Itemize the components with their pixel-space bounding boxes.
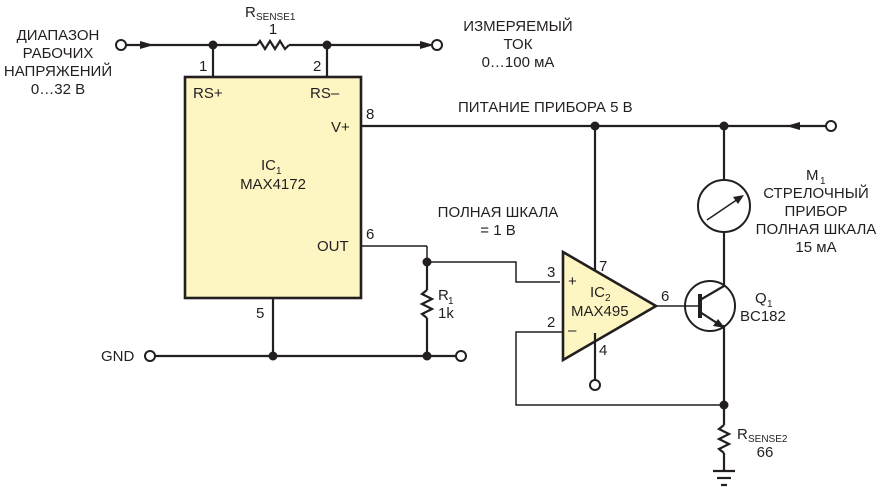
m1-label: M 1 СТРЕЛОЧНЫЙ ПРИБОР ПОЛНАЯ ШКАЛА 15 мА: [756, 167, 877, 256]
svg-text:1: 1: [820, 176, 826, 187]
svg-text:66: 66: [757, 444, 774, 461]
q1-label: Q 1 BC182: [740, 290, 786, 325]
r1-resistor: [419, 289, 435, 319]
svg-text:MAX4172: MAX4172: [240, 176, 306, 193]
svg-text:1: 1: [276, 166, 282, 177]
svg-text:РАБОЧИХ: РАБОЧИХ: [23, 45, 94, 62]
svg-text:IC: IC: [261, 157, 276, 174]
svg-text:Q: Q: [755, 290, 767, 307]
supply-terminal: [825, 120, 837, 132]
svg-text:6: 6: [366, 226, 374, 243]
svg-text:1: 1: [199, 58, 207, 75]
rsense2-label: R SENSE2 66: [737, 426, 788, 461]
transistor-q1: [684, 280, 736, 410]
rsense1-label: R SENSE1 1: [245, 4, 296, 38]
svg-text:SENSE2: SENSE2: [748, 434, 788, 445]
rsense2-resistor: [716, 424, 732, 454]
svg-text:ПОЛНАЯ ШКАЛА: ПОЛНАЯ ШКАЛА: [756, 221, 877, 238]
svg-text:15 мА: 15 мА: [795, 239, 836, 256]
svg-text:SENSE1: SENSE1: [256, 12, 296, 23]
ic2-opamp: [515, 249, 724, 406]
svg-text:–: –: [568, 322, 577, 339]
svg-text:2: 2: [547, 314, 555, 331]
out-network: [361, 245, 560, 356]
svg-text:1k: 1k: [438, 305, 454, 322]
svg-text:V+: V+: [331, 119, 350, 136]
svg-text:3: 3: [547, 264, 555, 281]
meter-m1: [697, 179, 751, 283]
svg-text:IC: IC: [590, 284, 605, 301]
svg-text:ПРИБОР: ПРИБОР: [785, 203, 848, 220]
svg-text:BC182: BC182: [740, 308, 786, 325]
svg-text:R: R: [438, 287, 449, 304]
svg-text:НАПРЯЖЕНИЙ: НАПРЯЖЕНИЙ: [4, 62, 112, 80]
svg-text:2: 2: [313, 58, 321, 75]
input-label: ДИАПАЗОН РАБОЧИХ НАПРЯЖЕНИЙ 0…32 В: [4, 27, 112, 98]
svg-text:ИЗМЕРЯЕМЫЙ: ИЗМЕРЯЕМЫЙ: [463, 17, 572, 35]
svg-text:4: 4: [599, 342, 607, 359]
svg-text:2: 2: [605, 293, 611, 304]
input-line: [115, 38, 443, 77]
svg-text:ДИАПАЗОН: ДИАПАЗОН: [17, 27, 100, 44]
svg-text:6: 6: [661, 288, 669, 305]
svg-text:СТРЕЛОЧНЫЙ: СТРЕЛОЧНЫЙ: [763, 184, 869, 202]
gnd-line: [144, 298, 467, 362]
rsense2-network: [713, 405, 735, 487]
gnd-terminal-left: [144, 350, 156, 362]
gnd-terminal-right: [455, 350, 467, 362]
supply-label: ПИТАНИЕ ПРИБОРА 5 В: [458, 99, 633, 116]
ic1-labels: 1 2 8 6 5 RS+ RS– V+ OUT IC 1 MAX4172: [193, 58, 374, 322]
svg-text:5: 5: [256, 305, 264, 322]
svg-text:8: 8: [366, 106, 374, 123]
svg-text:= 1 В: = 1 В: [480, 222, 515, 239]
svg-text:R: R: [245, 4, 256, 21]
svg-text:R: R: [737, 426, 748, 443]
ic2-labels: 3 2 7 4 6 + – IC 2 MAX495: [547, 258, 669, 359]
svg-text:RS–: RS–: [310, 85, 340, 102]
svg-text:M: M: [806, 167, 819, 184]
supply-line: [361, 120, 837, 270]
output-label: ИЗМЕРЯЕМЫЙ ТОК 0…100 мА: [463, 17, 572, 71]
input-terminal: [115, 39, 127, 51]
gnd-label: GND: [101, 348, 135, 365]
rsense1-resistor: [256, 38, 290, 52]
svg-text:OUT: OUT: [317, 238, 349, 255]
r1-label: R 1 1k: [438, 287, 454, 322]
svg-text:0…32 В: 0…32 В: [31, 81, 85, 98]
svg-text:1: 1: [448, 296, 454, 307]
svg-text:1: 1: [269, 21, 277, 38]
svg-text:+: +: [568, 273, 577, 290]
svg-text:RS+: RS+: [193, 85, 223, 102]
fullscale-label: ПОЛНАЯ ШКАЛА = 1 В: [438, 204, 559, 239]
svg-text:1: 1: [767, 299, 773, 310]
svg-text:ПОЛНАЯ ШКАЛА: ПОЛНАЯ ШКАЛА: [438, 204, 559, 221]
svg-text:0…100 мА: 0…100 мА: [482, 54, 555, 71]
svg-text:MAX495: MAX495: [571, 303, 629, 320]
svg-text:ТОК: ТОК: [504, 36, 533, 53]
output-terminal: [431, 39, 443, 51]
svg-text:7: 7: [599, 258, 607, 275]
